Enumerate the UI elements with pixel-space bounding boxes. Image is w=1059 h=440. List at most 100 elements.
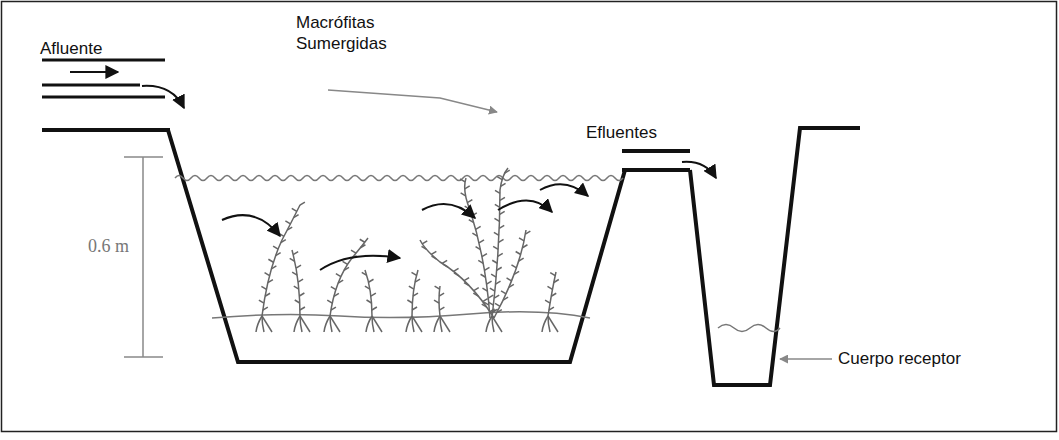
plant-leaf (464, 278, 469, 281)
plant-leaf (522, 245, 527, 248)
plant-leaf (500, 197, 505, 200)
plant-stem (465, 178, 490, 318)
flow-arrow (682, 162, 716, 178)
plant-leaf (439, 293, 444, 296)
plant-leaf (554, 280, 559, 283)
sediment-line (212, 312, 590, 318)
plant-leaf (338, 280, 343, 283)
plant-leaf (460, 179, 465, 182)
plant-leaf (496, 281, 501, 284)
plant-leaf (476, 247, 481, 250)
plant-leaf (490, 288, 495, 291)
plant-leaf (507, 278, 512, 281)
plant-leaf (409, 286, 414, 289)
flow-arrow (70, 71, 118, 73)
plant-leaf (344, 267, 349, 270)
plant-leaf (497, 177, 502, 180)
plant-leaf (413, 293, 418, 296)
plant-leaf (499, 239, 504, 242)
plant-leaf (265, 293, 270, 296)
plant-leaf (298, 279, 303, 282)
plant-leaf (292, 272, 297, 275)
plant-leaf (369, 279, 374, 282)
plant-leaf (300, 307, 305, 310)
plant-leaf (494, 232, 499, 235)
plant-leaf (273, 246, 278, 249)
plant-leaf (514, 271, 519, 274)
plant-leaf (497, 267, 502, 270)
depth-dimension (124, 157, 163, 357)
plant-leaf (478, 260, 483, 263)
submerged-macrophytes (256, 168, 559, 332)
plant-root (492, 316, 502, 332)
plant-leaf (412, 307, 417, 310)
plant-leaf (407, 300, 412, 303)
flow-arrows (222, 184, 588, 270)
plant-leaf (519, 258, 524, 261)
plant-leaf (371, 293, 376, 296)
plant-leaf (549, 307, 554, 310)
plant-leaf (300, 202, 305, 205)
plant-leaf (495, 303, 500, 306)
plant-leaf (360, 245, 365, 248)
plant-leaf (431, 251, 436, 254)
outlet-label: Efluentes (586, 122, 657, 143)
plant-root (366, 316, 372, 332)
plant-leaf (476, 226, 481, 229)
plant-leaf (422, 246, 427, 249)
plant-root (542, 316, 548, 332)
plant-leaf (432, 256, 437, 259)
plant-leaf (482, 288, 487, 291)
plant-leaf (442, 260, 447, 263)
plant-leaf (473, 293, 478, 296)
plant-label: Macrófitas Sumergidas (296, 12, 446, 54)
plant-leaf (550, 273, 555, 276)
plant-leaf (415, 279, 420, 282)
plant-root (262, 316, 272, 332)
leader-line (328, 90, 497, 112)
plant-leaf (294, 215, 299, 218)
inlet-label: Afluente (40, 38, 102, 59)
plant-root (412, 316, 422, 332)
effluent-weir (622, 151, 690, 170)
plant-leaf (263, 307, 268, 310)
inlet-pipe (42, 60, 170, 130)
plant-leaf (454, 268, 459, 271)
plant-leaf (509, 284, 514, 287)
plant-leaf (481, 274, 486, 277)
plant-leaf (290, 258, 295, 261)
plant-root (486, 316, 492, 332)
plant-leaf (465, 206, 470, 209)
plant-leaf (482, 304, 487, 307)
plant-leaf (491, 274, 496, 277)
plant-leaf (474, 288, 479, 291)
plant-leaf (461, 193, 466, 196)
plant-leaf (487, 281, 492, 284)
plant-leaf (362, 272, 367, 275)
plant-leaf (435, 286, 440, 289)
plant-leaf (454, 273, 459, 276)
plant-stem (330, 238, 368, 316)
plant-leaf (511, 265, 516, 268)
plant-leaf (299, 293, 304, 296)
plant-leaf (259, 300, 264, 303)
plant-leaf (494, 218, 499, 221)
plant-root (406, 316, 412, 332)
plant-leaf (336, 274, 341, 277)
plant-leaf (495, 190, 500, 193)
plant-leaf (525, 231, 530, 234)
plant-root (294, 316, 300, 332)
plant-leaf (545, 300, 550, 303)
receiving-channel (690, 128, 860, 385)
plant-leaf (281, 240, 286, 243)
plant-stem (262, 205, 300, 316)
water-surface (718, 325, 780, 332)
plant-root (300, 316, 310, 332)
plant-root (372, 316, 382, 332)
plant-leaf (491, 310, 496, 313)
plant-leaf (467, 200, 472, 203)
plant-leaf (484, 267, 489, 270)
plant-leaf (365, 286, 370, 289)
plant-leaf (434, 300, 439, 303)
plant-leaf (483, 299, 488, 302)
